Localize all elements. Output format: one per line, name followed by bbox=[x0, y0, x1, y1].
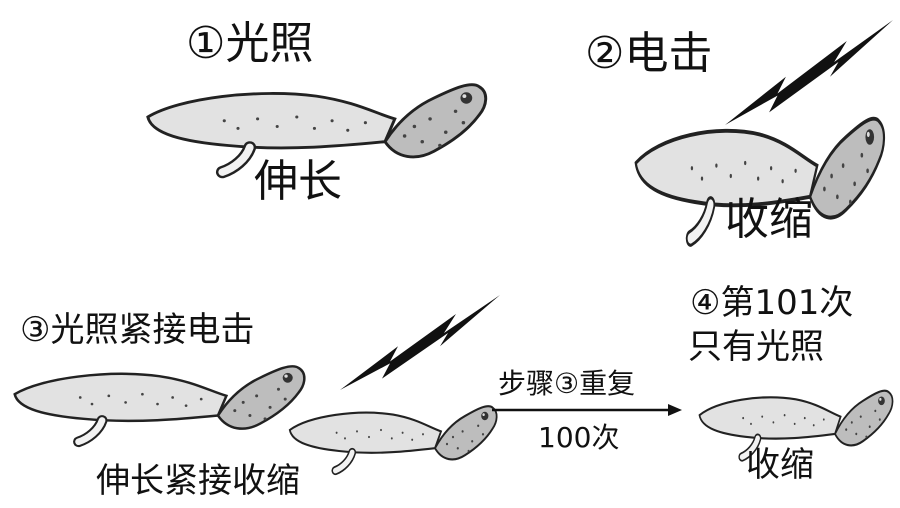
panel-3-title: ③光照紧接电击 bbox=[20, 310, 255, 350]
worm-icon bbox=[290, 406, 497, 470]
worm-icon bbox=[15, 366, 305, 441]
panel-4-title-line2: 只有光照 bbox=[688, 327, 824, 367]
panel-4-result: 收缩 bbox=[746, 445, 814, 485]
panel-4-title-line1: ④第101次 bbox=[690, 283, 854, 323]
panel-1-title: ①光照 bbox=[186, 18, 314, 69]
right-arrow-icon bbox=[492, 404, 682, 416]
panel-1-result: 伸长 bbox=[254, 156, 342, 207]
arrow-label-bottom: 100次 bbox=[538, 421, 620, 454]
arrow-label-top: 步骤③重复 bbox=[498, 367, 636, 400]
panel-3-result: 伸长紧接收缩 bbox=[96, 461, 300, 501]
panel-2-result: 收缩 bbox=[725, 194, 813, 245]
panel-2-title: ②电击 bbox=[585, 28, 713, 79]
lightning-bolt-icon bbox=[725, 20, 893, 125]
lightning-bolt-icon bbox=[340, 295, 500, 390]
